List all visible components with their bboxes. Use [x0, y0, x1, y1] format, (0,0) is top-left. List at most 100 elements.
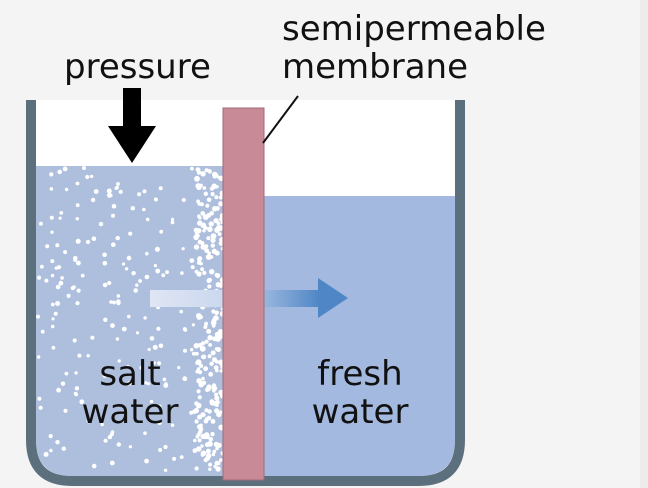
- salt-particle: [211, 452, 216, 457]
- salt-particle: [214, 195, 219, 200]
- salt-particle: [36, 355, 41, 359]
- salt-particle: [197, 395, 202, 400]
- salt-particle: [102, 373, 108, 378]
- salt-particle: [64, 371, 69, 376]
- salt-particle: [219, 213, 223, 219]
- salt-particle: [40, 264, 44, 269]
- salt-particle: [79, 399, 85, 405]
- salt-particle: [200, 171, 206, 177]
- salt-particle: [214, 347, 219, 351]
- salt-particle: [214, 392, 219, 397]
- salt-particle: [82, 166, 86, 170]
- membrane-label: semipermeable membrane: [282, 10, 546, 86]
- salt-particle: [146, 382, 150, 386]
- salt-particle: [50, 230, 54, 234]
- salt-particle: [208, 467, 212, 471]
- semipermeable-membrane: [222, 107, 265, 481]
- salt-particle: [80, 273, 85, 278]
- salt-particle: [111, 242, 116, 247]
- salt-particle: [72, 285, 76, 289]
- fresh-water-region: [264, 196, 455, 476]
- salt-particle: [111, 203, 117, 209]
- salt-particle: [64, 187, 69, 192]
- salt-particle: [72, 338, 77, 343]
- salt-particle: [215, 446, 219, 451]
- salt-particle: [210, 243, 215, 248]
- salt-particle: [207, 335, 213, 341]
- salt-particle: [210, 233, 217, 240]
- salt-particle: [126, 255, 132, 261]
- salt-particle: [125, 365, 130, 369]
- salt-particle: [196, 446, 202, 452]
- salt-particle: [49, 172, 54, 177]
- salt-particle: [152, 361, 156, 365]
- salt-particle: [196, 228, 202, 234]
- salt-particle: [98, 221, 104, 227]
- salt-particle: [86, 418, 92, 424]
- pressure-label: pressure: [64, 47, 211, 87]
- salt-particle: [219, 190, 223, 196]
- salt-particle: [139, 365, 143, 370]
- salt-particle: [135, 331, 140, 335]
- salt-particle: [194, 351, 199, 356]
- salt-water-region: [36, 166, 223, 476]
- salt-particle: [218, 195, 223, 200]
- salt-particle: [211, 309, 216, 314]
- salt-particle: [197, 429, 203, 435]
- salt-particle: [177, 366, 181, 370]
- salt-particle: [203, 366, 209, 372]
- salt-particle: [217, 175, 221, 180]
- salt-particle: [218, 225, 223, 230]
- salt-particle: [196, 271, 202, 277]
- salt-particle: [118, 189, 123, 194]
- salt-particle: [217, 232, 222, 237]
- salt-particle: [157, 420, 162, 426]
- salt-particle: [116, 182, 120, 186]
- salt-particle: [50, 302, 55, 307]
- salt-particle: [181, 247, 185, 251]
- salt-particle: [75, 238, 81, 244]
- salt-particle: [190, 348, 194, 352]
- salt-particle: [220, 220, 223, 224]
- salt-particle: [214, 227, 221, 234]
- salt-particle: [193, 244, 200, 250]
- salt-particle: [58, 216, 62, 220]
- salt-particle: [90, 335, 95, 340]
- salt-particle: [163, 444, 168, 450]
- salt-particle: [50, 259, 55, 264]
- salt-particle: [198, 423, 203, 428]
- salt-particle: [219, 277, 223, 283]
- salt-particle: [170, 217, 175, 221]
- salt-particle: [147, 347, 151, 352]
- salt-particle: [75, 203, 80, 208]
- salt-particle: [218, 201, 223, 207]
- salt-particle: [205, 448, 211, 454]
- salt-particle: [215, 368, 219, 373]
- salt-particle: [203, 418, 209, 424]
- salt-particle: [75, 217, 80, 221]
- salt-particle: [110, 323, 115, 328]
- salt-particle: [158, 448, 163, 452]
- salt-particle: [76, 260, 81, 266]
- salt-particle: [110, 430, 115, 434]
- salt-particle: [51, 345, 56, 350]
- salt-particle: [157, 404, 162, 409]
- salt-particle: [179, 455, 184, 459]
- salt-particle: [133, 288, 138, 293]
- salt-particle: [197, 239, 203, 245]
- salt-particle: [77, 353, 82, 358]
- salt-particle: [63, 408, 68, 413]
- salt-particle: [157, 361, 162, 366]
- salt-particle: [200, 267, 205, 272]
- salt-particle: [203, 325, 208, 329]
- salt-particle: [172, 456, 177, 461]
- salt-particle: [73, 391, 78, 396]
- salt-particle: [102, 282, 108, 288]
- salt-particle: [38, 405, 43, 410]
- salt-particle: [75, 181, 80, 186]
- salt-particle: [204, 248, 210, 254]
- salt-particle: [66, 293, 71, 298]
- salt-particle: [204, 408, 209, 413]
- salt-particle: [209, 210, 214, 216]
- salt-particle: [49, 187, 54, 191]
